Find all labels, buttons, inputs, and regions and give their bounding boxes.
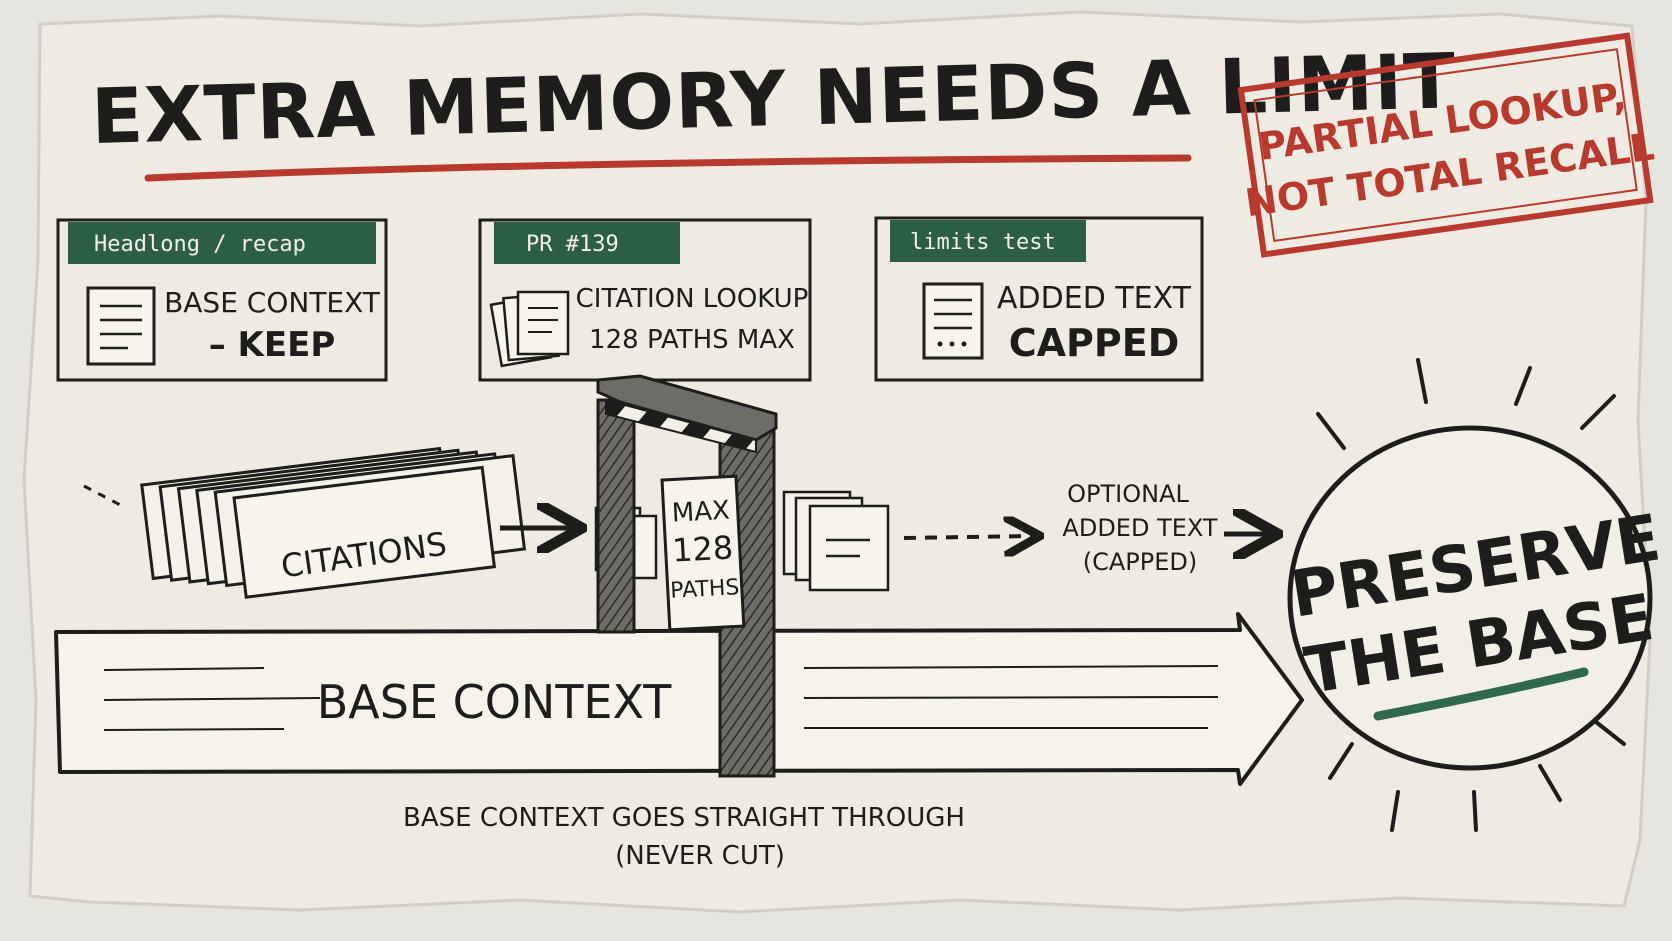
dashed-arrow [903, 536, 1032, 538]
card-frame [874, 216, 1204, 382]
stacked-documents-icon [489, 290, 570, 368]
caption-line-1: BASE CONTEXT GOES STRAIGHT THROUGH [403, 803, 965, 833]
card-tag: Headlong / recap [94, 232, 306, 257]
citations-stack: CITATIONS [140, 446, 527, 599]
card-line-1: ADDED TEXT [997, 281, 1192, 316]
badge-circle [1287, 425, 1653, 771]
base-context-label: BASE CONTEXT [317, 675, 673, 729]
card-tag-bg [68, 222, 376, 264]
card-pr-139: PR #139 CITATION LOOKUP 128 PATHS MAX [478, 218, 812, 382]
card-tag-bg [890, 220, 1086, 262]
card-tag: PR #139 [526, 232, 619, 257]
card-line-2: 128 PATHS MAX [589, 325, 795, 355]
exiting-documents [782, 490, 890, 592]
badge-rays [1316, 358, 1626, 832]
card-tag-bg [494, 222, 680, 264]
base-context-band: BASE CONTEXT [54, 612, 1304, 786]
card-limits-test: limits test ADDED TEXT CAPPED [874, 216, 1204, 382]
gate-left-post [596, 398, 636, 634]
preserve-badge: PRESERVE THE BASE [1286, 358, 1665, 832]
card-line-2: – KEEP [209, 325, 336, 365]
card-line-1: BASE CONTEXT [164, 286, 381, 319]
gate-top-bar [596, 374, 778, 442]
optional-added-text: OPTIONAL ADDED TEXT (CAPPED) [1062, 480, 1217, 576]
card-tag: limits test [910, 230, 1056, 255]
optional-line-1: OPTIONAL [1067, 480, 1189, 508]
card-frame [56, 218, 388, 382]
gate-sign: MAX 128 PATHS [660, 474, 746, 632]
base-context-arrow [54, 612, 1304, 786]
stamp-inner-border [1253, 48, 1638, 242]
card-line-2: CAPPED [1009, 321, 1180, 365]
gate-stripe-bar [605, 398, 757, 454]
document-icon [86, 286, 156, 366]
capped-document-icon [922, 282, 984, 360]
optional-line-2: ADDED TEXT [1062, 514, 1217, 542]
card-line-1: CITATION LOOKUP [576, 284, 809, 314]
gate-sign-line-3: PATHS [670, 575, 740, 604]
stamp: PARTIAL LOOKUP, NOT TOTAL RECALL [1237, 32, 1657, 258]
gate: MAX 128 PATHS [596, 374, 778, 778]
gate-sign-line-2: 128 [671, 528, 734, 569]
incoming-dash [83, 484, 127, 510]
card-headlong-recap: Headlong / recap BASE CONTEXT – KEEP [56, 218, 388, 382]
stamp-outer-border [1237, 32, 1654, 258]
badge-underline [1373, 667, 1589, 721]
title-underline [144, 154, 1192, 182]
caption-line-2: (NEVER CUT) [615, 841, 785, 871]
optional-line-3: (CAPPED) [1083, 548, 1198, 576]
gate-sign-line-1: MAX [671, 496, 731, 529]
